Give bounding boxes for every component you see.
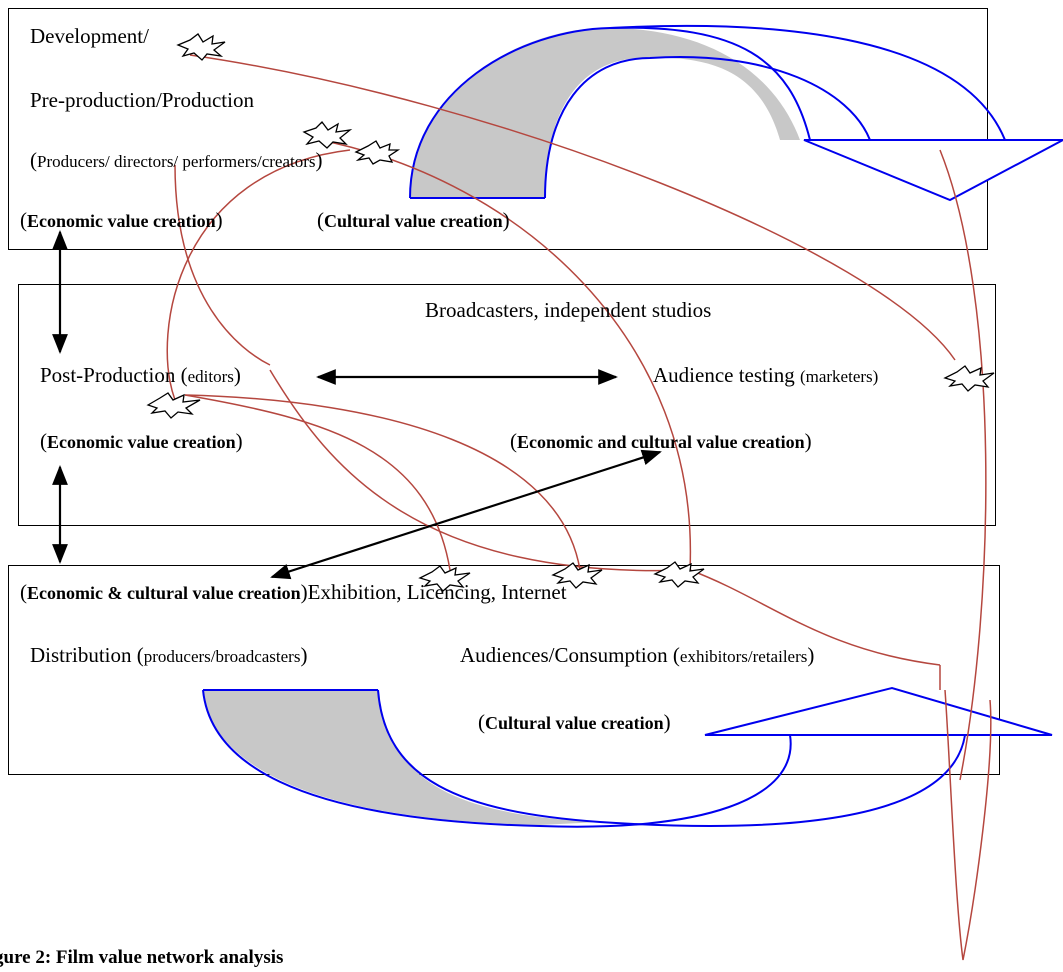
production-box xyxy=(8,8,988,250)
figure-caption: gure 2: Film value network analysis xyxy=(0,947,284,968)
audiences-label: Audiences/Consumption (exhibitors/retail… xyxy=(460,645,814,666)
paren-close: ) xyxy=(663,710,671,734)
econ-cultural-value-label: (Economic and cultural value creation) xyxy=(510,431,812,452)
bottom-cultural-value-label: (Cultural value creation) xyxy=(478,712,671,733)
middle-economic-value-label: (Economic value creation) xyxy=(40,431,243,452)
paren-close: ) xyxy=(235,429,243,453)
distribution-label: Distribution (producers/broadcasters) xyxy=(30,645,307,666)
audience-testing-label: Audience testing (marketers) xyxy=(653,365,878,386)
distribution-text: Distribution ( xyxy=(30,643,144,667)
audiences-roles-text: exhibitors/retailers xyxy=(679,647,808,666)
paren-open: ( xyxy=(40,429,47,453)
paren-open: ( xyxy=(30,148,37,172)
bottom-cycle-arrow xyxy=(202,686,1053,828)
paren-close: ) xyxy=(300,643,308,667)
pre-production-label: Pre-production/Production xyxy=(30,88,254,112)
econ-cultural-value-text: Economic and cultural value creation xyxy=(517,432,805,452)
paren-close: ) xyxy=(502,208,510,232)
cultural-value-text: Cultural value creation xyxy=(324,211,503,231)
paren-close: ) xyxy=(807,643,815,667)
audience-testing-text: Audience testing xyxy=(653,363,800,387)
marketers-text: (marketers) xyxy=(799,367,879,386)
paren-open: ( xyxy=(317,208,324,232)
development-label: Development/ xyxy=(30,24,149,48)
distribution-to-econcult-arrow xyxy=(270,449,662,580)
audiences-text: Audiences/Consumption ( xyxy=(460,643,680,667)
distribution-roles-text: producers/broadcasters xyxy=(143,647,301,666)
cultural-value-text: Cultural value creation xyxy=(485,713,664,733)
paren-close: ) xyxy=(300,580,308,604)
paren-open: ( xyxy=(20,580,27,604)
post-production-text: Post-Production ( xyxy=(40,363,188,387)
burst-icon xyxy=(146,392,201,419)
paren-close: ) xyxy=(215,208,223,232)
post-production-label: Post-Production (editors) xyxy=(40,365,241,386)
paren-close: ) xyxy=(315,148,323,172)
economic-value-text: Economic value creation xyxy=(47,432,236,452)
bottom-econ-cultural-label: (Economic & cultural value creation)Exhi… xyxy=(20,582,567,603)
broadcasters-label: Broadcasters, independent studios xyxy=(425,298,712,322)
burst-icon xyxy=(653,561,705,588)
paren-close: ) xyxy=(233,363,241,387)
burst-icon xyxy=(176,33,226,61)
burst-icon xyxy=(943,365,995,392)
burst-icon xyxy=(354,140,401,165)
network-lines xyxy=(166,54,992,961)
paren-close: ) xyxy=(804,429,812,453)
editors-text: editors xyxy=(187,367,234,386)
top-cultural-value-label: (Cultural value creation) xyxy=(317,210,510,231)
exhibition-text: Exhibition, Licencing, Internet xyxy=(307,580,567,604)
top-cycle-arrow xyxy=(409,24,1063,202)
paren-open: ( xyxy=(478,710,485,734)
producers-roles: Producers/ directors/ performers/creator… xyxy=(37,152,316,171)
paren-open: ( xyxy=(20,208,27,232)
econ-cultural-text: Economic & cultural value creation xyxy=(27,583,301,603)
economic-value-text: Economic value creation xyxy=(27,211,216,231)
burst-icon xyxy=(302,121,353,149)
top-economic-value-label: (Economic value creation) xyxy=(20,210,223,231)
paren-open: ( xyxy=(510,429,517,453)
producers-line: (Producers/ directors/ performers/creato… xyxy=(30,150,323,171)
